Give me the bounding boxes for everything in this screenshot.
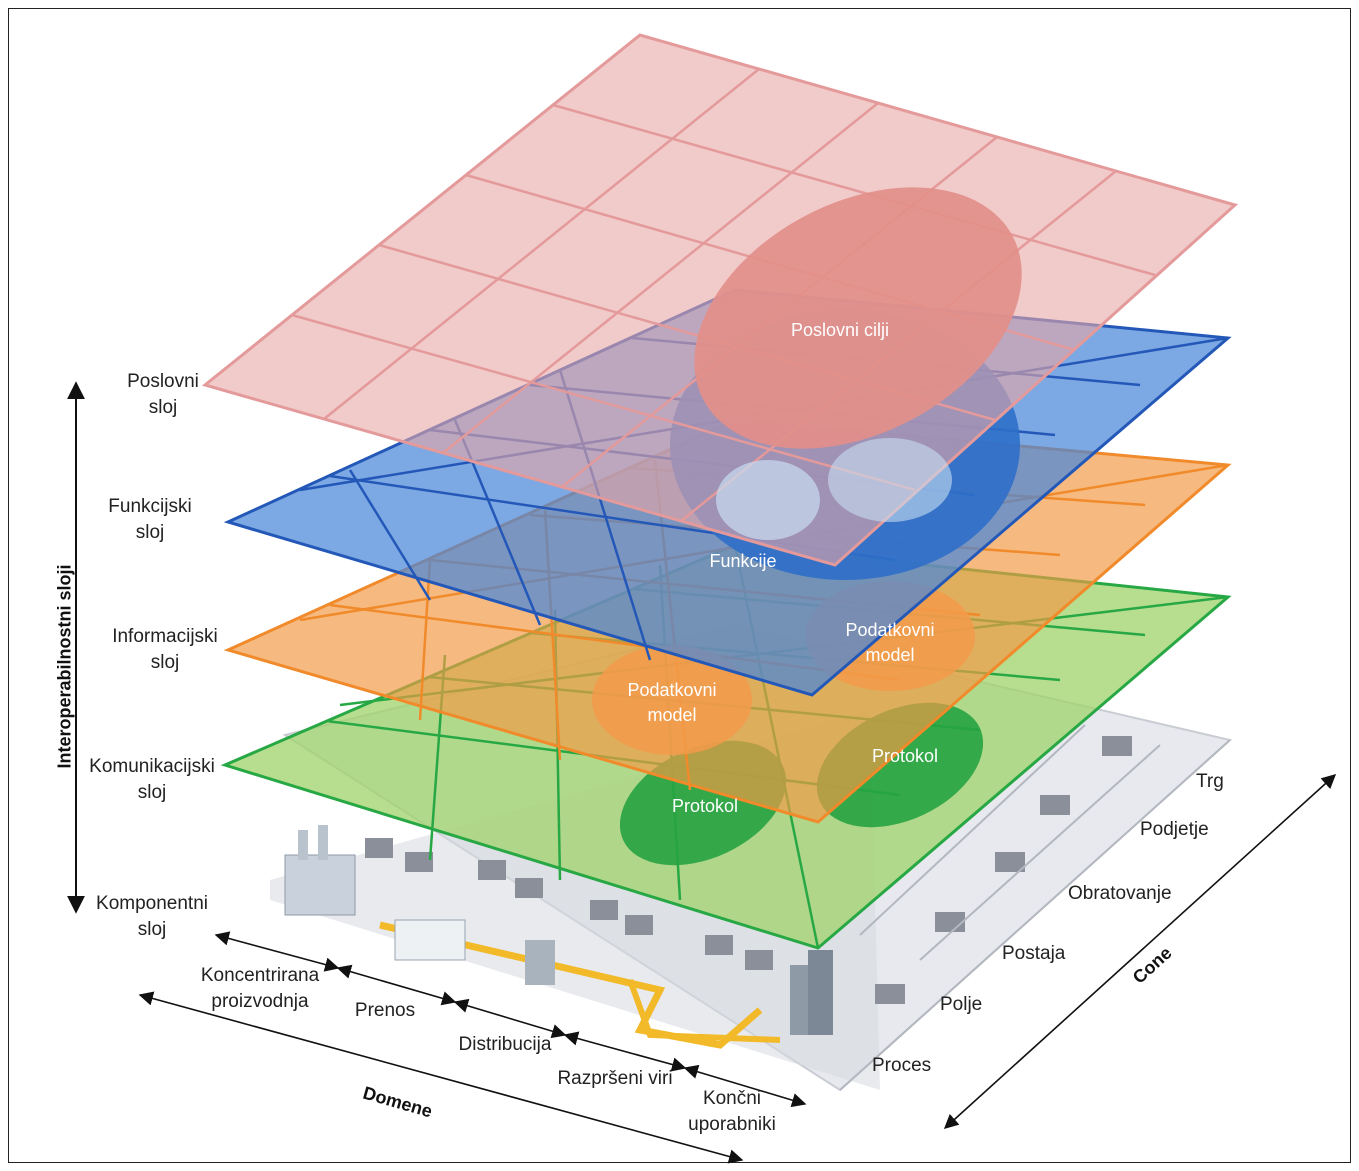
transformer-icon bbox=[525, 940, 555, 985]
domain-label-distribution: Distribucija bbox=[458, 1034, 552, 1055]
zone-label-field: Polje bbox=[940, 994, 983, 1015]
zone-label-operation: Obratovanje bbox=[1068, 883, 1172, 904]
domain-label-der: Razpršeni viri bbox=[557, 1068, 673, 1089]
zone-label-process: Proces bbox=[872, 1055, 932, 1076]
zones-axis-arrow bbox=[943, 774, 1337, 1129]
zone-label-enterprise: Podjetje bbox=[1140, 819, 1209, 840]
domain-label-transmission: Prenos bbox=[354, 1000, 416, 1021]
domain-axis-arrows bbox=[138, 931, 807, 1164]
protocol-label-left: Protokol bbox=[671, 796, 739, 816]
interoperability-axis-title: Interoperabilnostni sloji bbox=[54, 564, 75, 769]
zone-label-station: Postaja bbox=[1002, 943, 1066, 964]
power-plant-icon bbox=[284, 825, 356, 916]
business-layer-plane bbox=[201, 33, 1239, 567]
zone-label-market: Trg bbox=[1196, 771, 1224, 792]
functions-label: Funkcije bbox=[709, 551, 777, 571]
building-icon bbox=[790, 950, 833, 1035]
protocol-label-right: Protokol bbox=[871, 746, 939, 766]
business-goals-label: Poslovni cilji bbox=[790, 320, 890, 340]
substation-icon bbox=[394, 919, 466, 961]
